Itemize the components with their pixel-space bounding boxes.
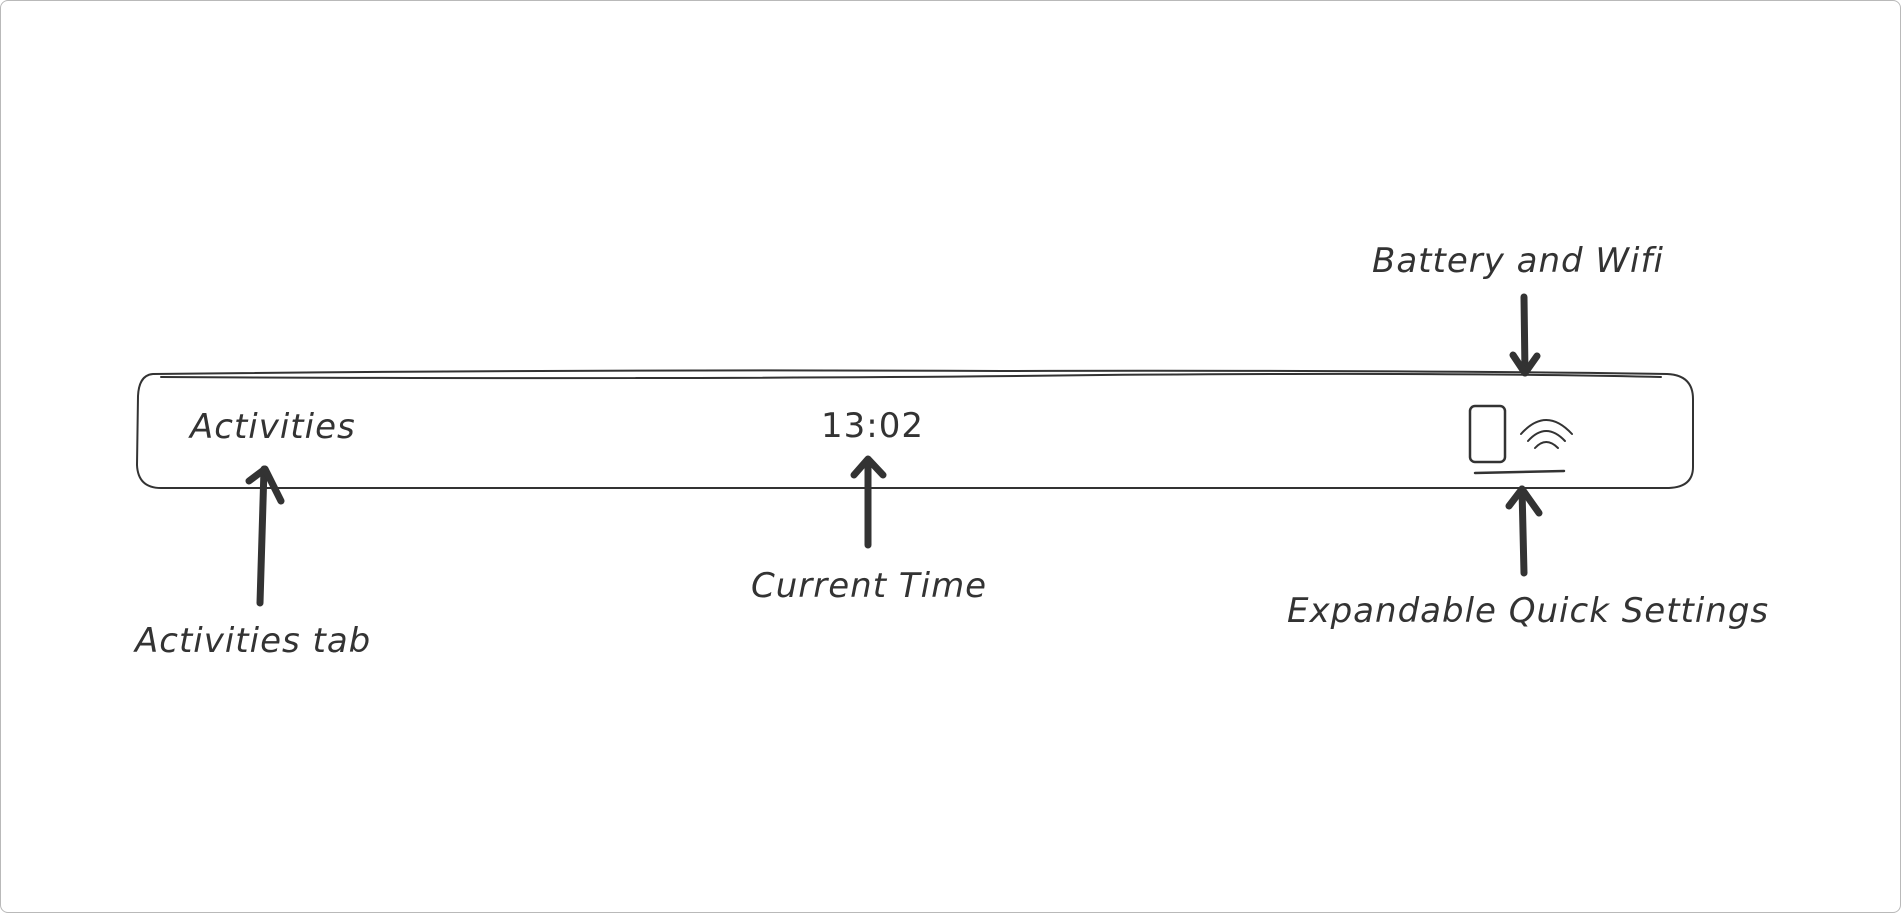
arrow-battery-wifi — [1509, 293, 1541, 377]
annotation-quick-settings: Expandable Quick Settings — [1287, 591, 1770, 631]
annotation-battery-wifi: Battery and Wifi — [1372, 241, 1664, 281]
quick-settings-underline[interactable] — [1473, 469, 1566, 475]
wifi-icon[interactable] — [1520, 419, 1573, 449]
activities-tab[interactable]: Activities — [190, 407, 356, 447]
top-bar-outline — [136, 369, 1694, 490]
annotation-current-time: Current Time — [751, 566, 988, 606]
arrow-current-time — [850, 455, 887, 549]
clock[interactable]: 13:02 — [821, 406, 924, 446]
annotation-activities-tab: Activities tab — [135, 621, 372, 661]
arrow-activities-tab — [245, 465, 285, 607]
battery-icon[interactable] — [1468, 404, 1507, 464]
arrow-quick-settings — [1505, 485, 1543, 577]
